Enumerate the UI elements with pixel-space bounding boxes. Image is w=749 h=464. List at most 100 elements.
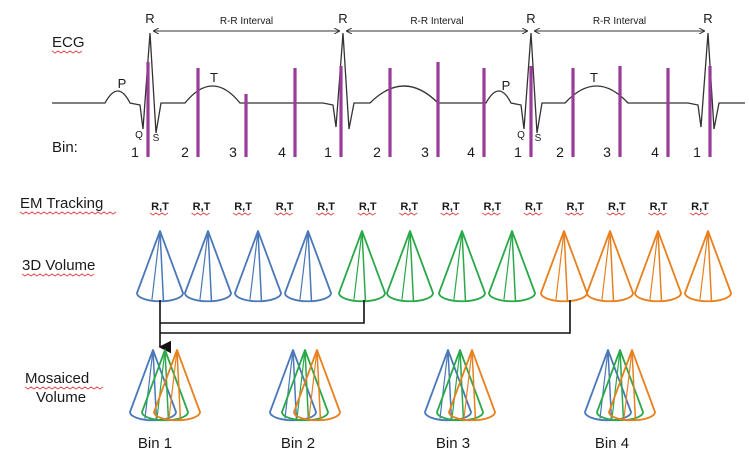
spellcheck-underline	[21, 273, 95, 277]
mosaic-bin-label: Bin 3	[436, 435, 470, 452]
mosaic-cone	[141, 349, 189, 422]
bin-number: 4	[651, 144, 659, 160]
em-tracking-marker: R,T	[691, 201, 709, 213]
volume-cone	[338, 230, 386, 303]
volume-cone	[540, 230, 588, 303]
volume-cone	[634, 230, 682, 303]
connector-green	[160, 300, 365, 324]
volume-cone	[488, 230, 536, 303]
mosaic-cone	[448, 349, 496, 422]
bin-number: 2	[181, 144, 189, 160]
mosaic-bin-label: Bin 2	[281, 435, 315, 452]
bin-number: 2	[556, 144, 564, 160]
em-tracking-marker: R,T	[317, 201, 335, 213]
mosaiced-volume-1	[129, 349, 201, 422]
bin-connector-arrows	[158, 300, 571, 354]
ecg-waveform	[52, 32, 745, 134]
r-peak-label: R	[526, 11, 535, 26]
s-wave-label: S	[535, 133, 542, 144]
em-tracking-marker: R,T	[608, 201, 626, 213]
mosaic-cone	[293, 349, 341, 422]
volume-cone	[284, 230, 332, 303]
spellcheck-underline	[274, 212, 293, 216]
spellcheck-underline	[689, 212, 709, 216]
mosaic-cone	[596, 349, 644, 422]
p-wave-label: P	[118, 76, 127, 91]
em-tracking-marker: R,T	[151, 201, 169, 213]
spellcheck-underline	[51, 50, 83, 54]
bin-label: Bin:	[52, 139, 78, 156]
bin-number: 4	[467, 144, 475, 160]
em-tracking-marker: R,T	[400, 201, 418, 213]
rr-interval-label: R-R Interval	[220, 16, 273, 27]
spellcheck-underline	[149, 212, 169, 216]
spellcheck-underline	[648, 212, 667, 216]
p-wave-label: P	[502, 78, 511, 93]
spellcheck-underline	[523, 212, 543, 216]
spellcheck-underline	[606, 212, 626, 216]
bin-number: 1	[131, 144, 139, 160]
mosaiced-volume-4	[584, 349, 656, 422]
mosaiced-label-line1: Mosaiced	[25, 370, 89, 387]
mosaiced-volume-3	[424, 349, 496, 422]
mosaic-cone	[153, 349, 201, 422]
mosaic-cone	[608, 349, 656, 422]
volume-cone	[684, 230, 732, 303]
mosaic-cone	[436, 349, 484, 422]
em-tracking-marker: R,T	[359, 201, 377, 213]
volume-cone	[184, 230, 232, 303]
em-tracking-marker: R,T	[567, 201, 585, 213]
ecg-label: ECG	[52, 34, 85, 51]
volume-cone	[136, 230, 184, 303]
volume-cone	[438, 230, 486, 303]
spellcheck-underline	[19, 211, 117, 215]
r-peak-label: R	[338, 11, 347, 26]
mosaic-bin-label: Bin 4	[595, 435, 629, 452]
mosaic-cone	[281, 349, 329, 422]
rr-interval-label: R-R Interval	[410, 16, 463, 27]
bin-number: 3	[603, 144, 611, 160]
t-wave-label: T	[590, 70, 598, 85]
3d-volume-label: 3D Volume	[22, 257, 95, 274]
em-tracking-label: EM Tracking	[20, 195, 103, 212]
bin-number: 1	[693, 144, 701, 160]
s-wave-label: S	[153, 133, 160, 144]
em-tracking-marker: R,T	[442, 201, 460, 213]
mosaiced-label-line2: Volume	[36, 389, 86, 406]
bin-number: 3	[229, 144, 237, 160]
q-wave-label: Q	[517, 130, 525, 141]
mosaiced-volume-row: Bin 1 Bin 2 Bin 3 Bin 4	[129, 349, 656, 452]
spellcheck-underline	[315, 212, 335, 216]
spellcheck-underline	[232, 212, 252, 216]
em-tracking-marker: R,T	[483, 201, 501, 213]
spellcheck-underline	[398, 212, 418, 216]
mosaiced-volume-2	[269, 349, 341, 422]
spellcheck-underline	[482, 212, 501, 216]
em-tracking-marker: R,T	[234, 201, 252, 213]
spellcheck-underline	[191, 212, 210, 216]
spellcheck-underline	[357, 212, 376, 216]
bin-number: 2	[373, 144, 381, 160]
r-peak-label: R	[145, 11, 154, 26]
r-peak-label: R	[703, 11, 712, 26]
mosaic-bin-label: Bin 1	[138, 435, 172, 452]
bin-number: 3	[421, 144, 429, 160]
t-wave-label: T	[210, 70, 218, 85]
rr-interval-label: R-R Interval	[593, 16, 646, 27]
3d-volume-row	[136, 230, 732, 303]
spellcheck-underline	[565, 212, 584, 216]
q-wave-label: Q	[135, 130, 143, 141]
bin-number: 1	[514, 144, 522, 160]
em-tracking-marker: R,T	[650, 201, 668, 213]
em-tracking-marker: R,T	[276, 201, 294, 213]
bin-number: 1	[324, 144, 332, 160]
spellcheck-underline	[24, 386, 104, 390]
em-tracking-marker: R,T	[525, 201, 543, 213]
bin-number: 4	[278, 144, 286, 160]
em-tracking-row: R,T R,T R,T R,T R,T R,T R,T R,T R,T R,T R,T R,T R,T R…	[149, 201, 709, 216]
volume-cone	[386, 230, 434, 303]
em-tracking-marker: R,T	[193, 201, 211, 213]
connector-orange	[160, 300, 571, 334]
